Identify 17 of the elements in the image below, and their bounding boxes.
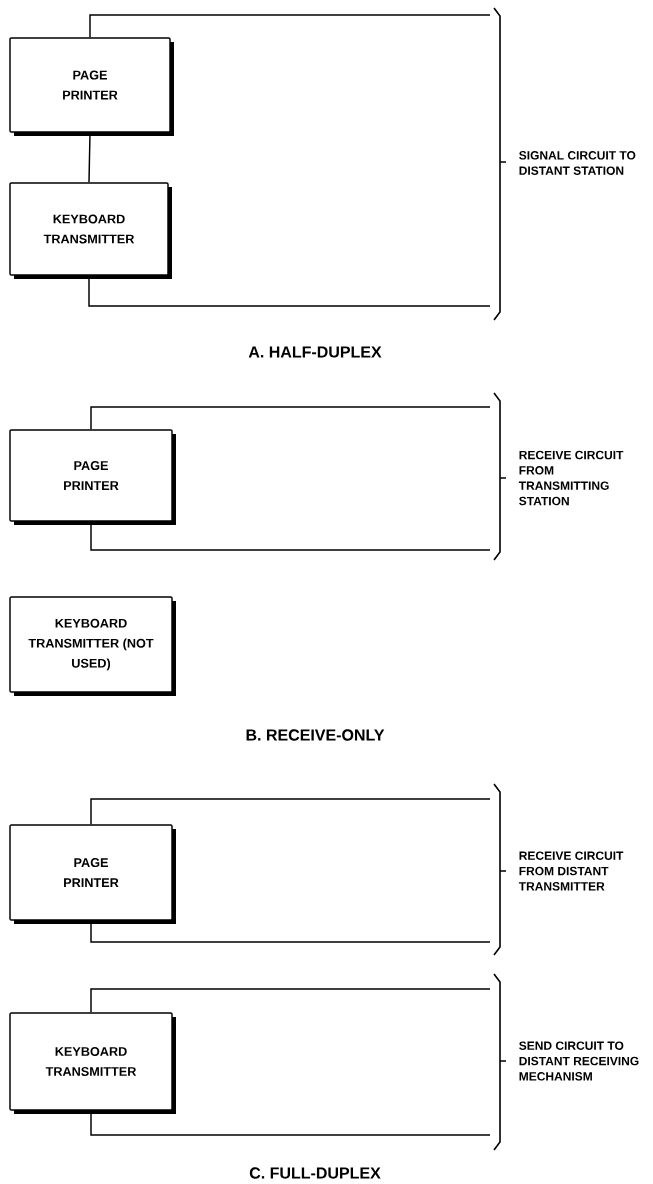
device-box: PAGE PRINTER bbox=[9, 37, 174, 136]
circuit-label: RECEIVE CIRCUIT FROM TRANSMITTING STATION bbox=[518, 450, 624, 506]
circuit-label: RECEIVE CIRCUIT FROM DISTANT TRANSMITTER bbox=[518, 851, 624, 891]
device-box: KEYBOARD TRANSMITTER (NOT USED) bbox=[9, 596, 176, 696]
circuit-label: SIGNAL CIRCUIT TO DISTANT STATION bbox=[519, 151, 636, 175]
caption: B. RECEIVE-ONLY bbox=[246, 729, 385, 741]
caption: A. HALF-DUPLEX bbox=[248, 346, 382, 358]
circuit-line bbox=[90, 798, 491, 825]
caption: C. FULL-DUPLEX bbox=[249, 1167, 381, 1179]
device-box: KEYBOARD TRANSMITTER bbox=[9, 182, 172, 279]
device-box: PAGE PRINTER bbox=[9, 824, 176, 924]
circuit-label: SEND CIRCUIT TO DISTANT RECEIVING MECHANISM bbox=[519, 1041, 639, 1081]
circuit-line bbox=[90, 988, 491, 1013]
circuit-line bbox=[89, 14, 491, 38]
circuit-line bbox=[90, 406, 491, 430]
device-box: PAGE PRINTER bbox=[9, 429, 176, 525]
device-box: KEYBOARD TRANSMITTER bbox=[9, 1012, 176, 1114]
